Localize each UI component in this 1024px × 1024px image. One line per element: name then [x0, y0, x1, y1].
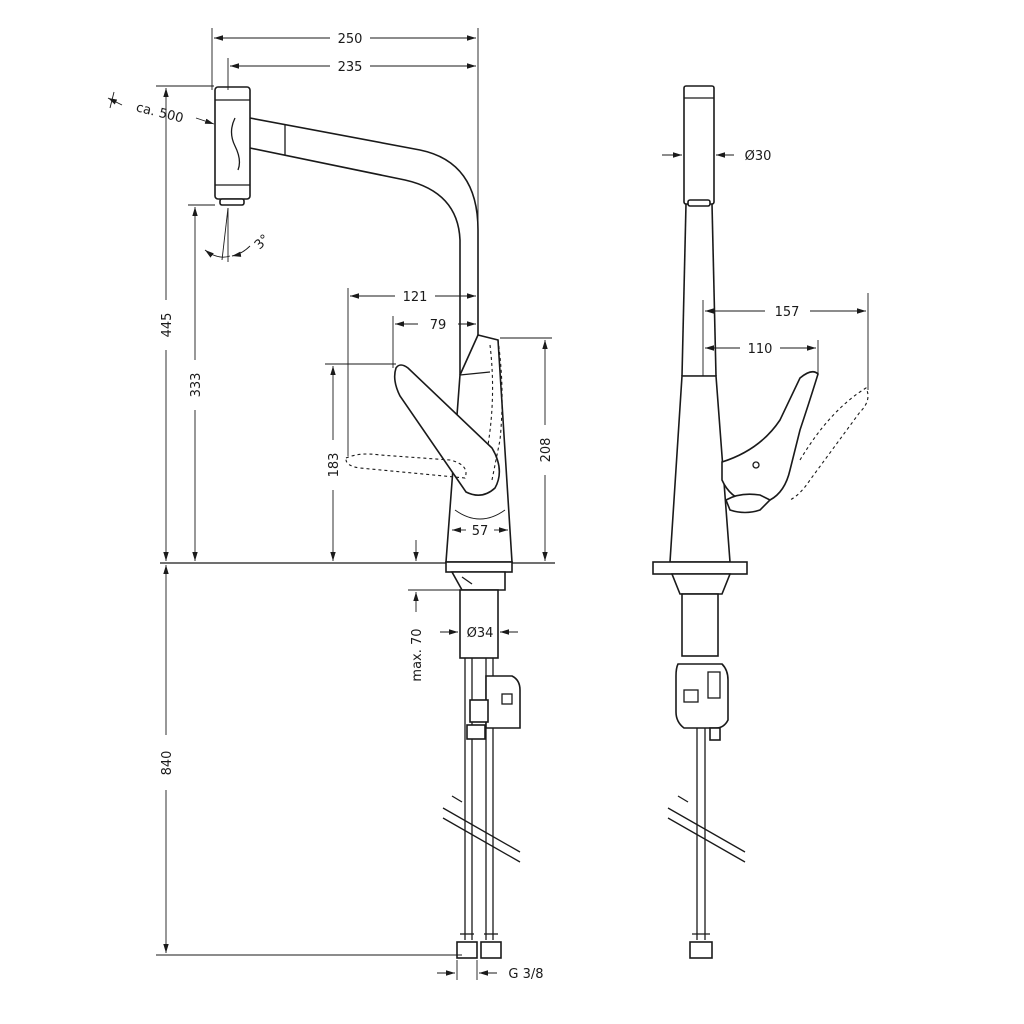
lever-handle — [393, 364, 501, 496]
dim-250-label: 250 — [338, 32, 363, 47]
dim-57-label: 57 — [472, 524, 489, 539]
dim-3deg-label: 3° — [252, 232, 273, 253]
side-lever — [721, 370, 869, 514]
faucet-body — [345, 334, 513, 591]
dim-dia30-label: Ø30 — [745, 149, 772, 164]
side-dimensions: Ø30 157 110 — [662, 149, 869, 390]
dim-840-label: 840 — [160, 751, 175, 776]
spout-arm — [249, 117, 479, 375]
dim-121-label: 121 — [403, 290, 428, 305]
front-dimensions: 250 235 ca. 500 3° 445 — [107, 28, 554, 982]
dim-110-label: 110 — [748, 342, 773, 357]
hose-fitting-left — [456, 941, 478, 959]
lever-alt-position-back — [491, 339, 503, 481]
side-view: Ø30 157 110 — [652, 85, 869, 959]
dim-g38-label: G 3/8 — [508, 967, 543, 982]
shank-and-hoses — [442, 589, 521, 959]
dim-dia34-label: Ø34 — [467, 626, 494, 641]
front-view: 250 235 ca. 500 3° 445 — [107, 28, 555, 982]
dim-183-label: 183 — [327, 453, 342, 478]
dim-235-label: 235 — [338, 60, 363, 75]
side-hose-fitting — [689, 941, 713, 959]
dim-445-label: 445 — [160, 313, 175, 338]
dim-79-label: 79 — [430, 318, 447, 333]
spray-head — [214, 86, 251, 206]
dim-max70-label: max. 70 — [410, 628, 425, 681]
dim-157-label: 157 — [775, 305, 800, 320]
dim-333-label: 333 — [189, 373, 204, 398]
side-base-flange — [652, 561, 748, 575]
lever-alt-position-low — [345, 453, 467, 479]
dim-ca500-label: ca. 500 — [134, 100, 184, 126]
side-spout-column — [669, 85, 731, 563]
dim-208-label: 208 — [539, 438, 554, 463]
check-valve-block — [485, 675, 521, 729]
hose-fitting-right — [480, 941, 502, 959]
